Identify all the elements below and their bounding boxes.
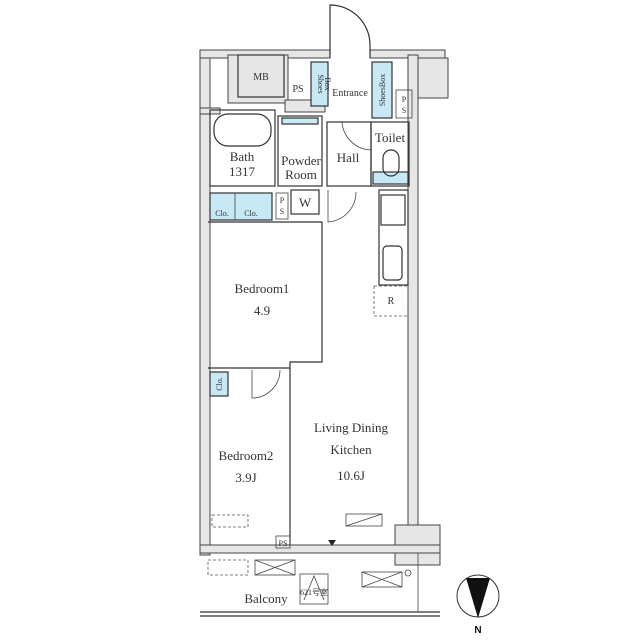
bedroom1-door[interactable] <box>327 190 357 223</box>
bath-label: Bath <box>230 149 255 164</box>
walls <box>199 49 449 566</box>
mb-box <box>237 54 285 98</box>
washer-label: W <box>299 195 312 210</box>
ps-bottom-label: PS <box>279 539 288 548</box>
ps-box-bottom <box>275 535 291 549</box>
toilet-shelf <box>372 171 409 185</box>
shoes-box-left-label-1: Shoes <box>316 74 325 93</box>
entrance-door[interactable] <box>329 4 371 58</box>
shoes-box-right <box>371 61 393 119</box>
bedroom2-label: Bedroom2 <box>219 448 274 463</box>
ps-right-s: S <box>402 106 406 115</box>
shoes-box-right-label: ShoesBox <box>378 74 387 106</box>
bedroom1 <box>208 221 323 369</box>
bedroom2-ac <box>211 514 249 528</box>
shoes-box-left-label-2: Box <box>323 77 332 90</box>
bedroom2-door[interactable] <box>251 369 281 399</box>
room-number: 621号室 <box>300 587 328 597</box>
ldk-size: 10.6J <box>337 468 365 483</box>
ps-box-right <box>395 89 413 119</box>
toilet-room <box>370 121 410 187</box>
ps-mid-p: P <box>280 196 285 205</box>
shoes-box-left <box>310 61 329 107</box>
washer-box <box>290 189 320 215</box>
refrigerator-space <box>373 285 409 317</box>
closet-bedroom1 <box>209 192 273 221</box>
closet-label-1: Clo. <box>215 209 229 218</box>
closet-bedroom2 <box>209 371 229 397</box>
north-arrow-icon <box>456 574 500 618</box>
powder-room <box>277 115 323 187</box>
hall-label: Hall <box>337 150 360 165</box>
toilet-icon <box>382 149 400 177</box>
bath-room <box>209 109 276 187</box>
ps-right-p: P <box>402 95 407 104</box>
bathtub-icon <box>213 113 272 147</box>
refrigerator-label: R <box>388 296 395 307</box>
toilet-label: Toilet <box>375 130 406 145</box>
balcony-label: Balcony <box>244 591 288 606</box>
ps-mid-s: S <box>280 207 284 216</box>
ps-box-mid <box>275 192 289 220</box>
ldk-label-1: Living Dining <box>314 420 389 435</box>
north-label: N <box>474 625 481 636</box>
balcony <box>200 553 440 617</box>
ldk-ac <box>345 513 383 527</box>
bedroom2-size: 3.9J <box>235 470 256 485</box>
bedroom1-label: Bedroom1 <box>235 281 290 296</box>
bath-size: 1317 <box>229 164 256 179</box>
entrance-label: Entrance <box>332 88 368 99</box>
ps-label: PS <box>292 84 303 95</box>
sink-icon <box>382 245 403 281</box>
mb-label: MB <box>253 72 269 83</box>
hall-door[interactable] <box>341 121 372 151</box>
kitchen-counter <box>378 189 409 286</box>
entry-marker-icon <box>328 540 336 546</box>
closet-label-3: Clo. <box>215 377 224 391</box>
powder-room-label-1: Powder <box>281 153 321 168</box>
closet-label-2: Clo. <box>244 209 258 218</box>
ldk-label-2: Kitchen <box>330 442 372 457</box>
stove-icon <box>380 194 406 226</box>
vanity <box>281 117 319 125</box>
bedroom1-size: 4.9 <box>254 303 270 318</box>
powder-room-label-2: Room <box>285 167 317 182</box>
